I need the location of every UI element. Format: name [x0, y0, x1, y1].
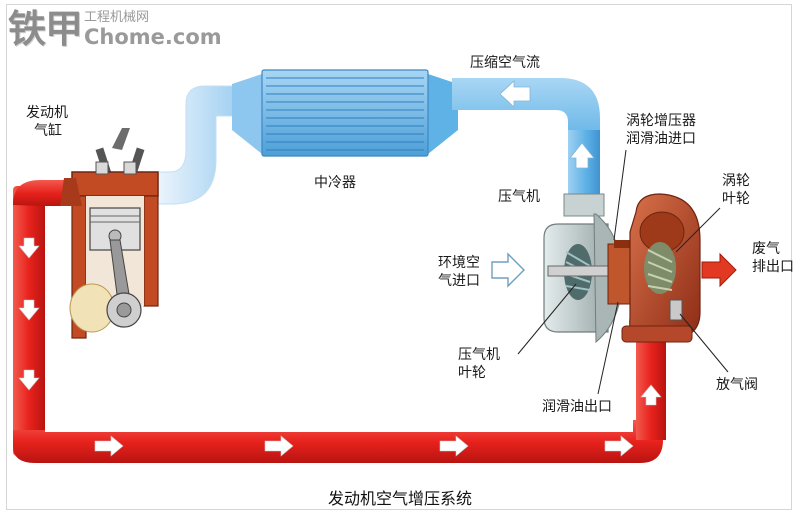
leader-lines: [517, 149, 729, 395]
label-oil-outlet: 润滑油出口: [542, 399, 612, 415]
label-compressed-air-flow: 压缩空气流: [470, 55, 540, 71]
intercooler: [261, 69, 429, 157]
diagram-caption: 发动机空气增压系统: [327, 489, 472, 508]
watermark-domain: Chome.com: [84, 25, 222, 49]
ambient-inlet-arrow-icon: [491, 252, 525, 288]
label-compressor: 压气机: [498, 189, 540, 205]
arrow-up-icon: [569, 142, 595, 169]
label-turbine-wheel: 涡轮 叶轮: [722, 173, 750, 207]
arrow-down-icon: [18, 369, 40, 391]
intake-pipe: [147, 74, 600, 205]
turbine-wheel: [644, 242, 676, 294]
watermark-brand: 铁甲: [8, 7, 83, 51]
arrow-left-icon: [499, 80, 531, 108]
arrow-right-icon: [94, 435, 124, 457]
watermark-subtitle: 工程机械网: [84, 10, 150, 25]
label-turbo-oil-inlet: 涡轮增压器 润滑油进口: [626, 113, 696, 147]
site-watermark: 铁甲 工程机械网 Chome.com: [8, 8, 222, 52]
arrow-down-icon: [18, 237, 40, 259]
label-intercooler: 中冷器: [314, 175, 356, 191]
exhaust-outlet-arrow-icon: [701, 252, 737, 288]
arrow-up-icon: [640, 384, 662, 406]
label-engine-cylinder: 发动机 气缸: [26, 105, 68, 139]
label-exhaust-outlet: 废气 排出口: [752, 241, 794, 275]
arrow-right-icon: [604, 435, 634, 457]
diagram-frame: [6, 4, 792, 510]
intake-flow-arrows: [499, 80, 595, 169]
engine-cylinder: [60, 128, 159, 339]
label-ambient-air-inlet: 环境空 气进口: [438, 255, 480, 289]
arrow-right-icon: [264, 435, 294, 457]
arrow-down-icon: [18, 299, 40, 321]
label-compressor-wheel: 压气机 叶轮: [458, 347, 500, 381]
arrow-right-icon: [439, 435, 469, 457]
turbocharger: [543, 193, 701, 344]
label-wastegate: 放气阀: [716, 377, 758, 393]
exhaust-flow-arrows: [18, 237, 662, 457]
